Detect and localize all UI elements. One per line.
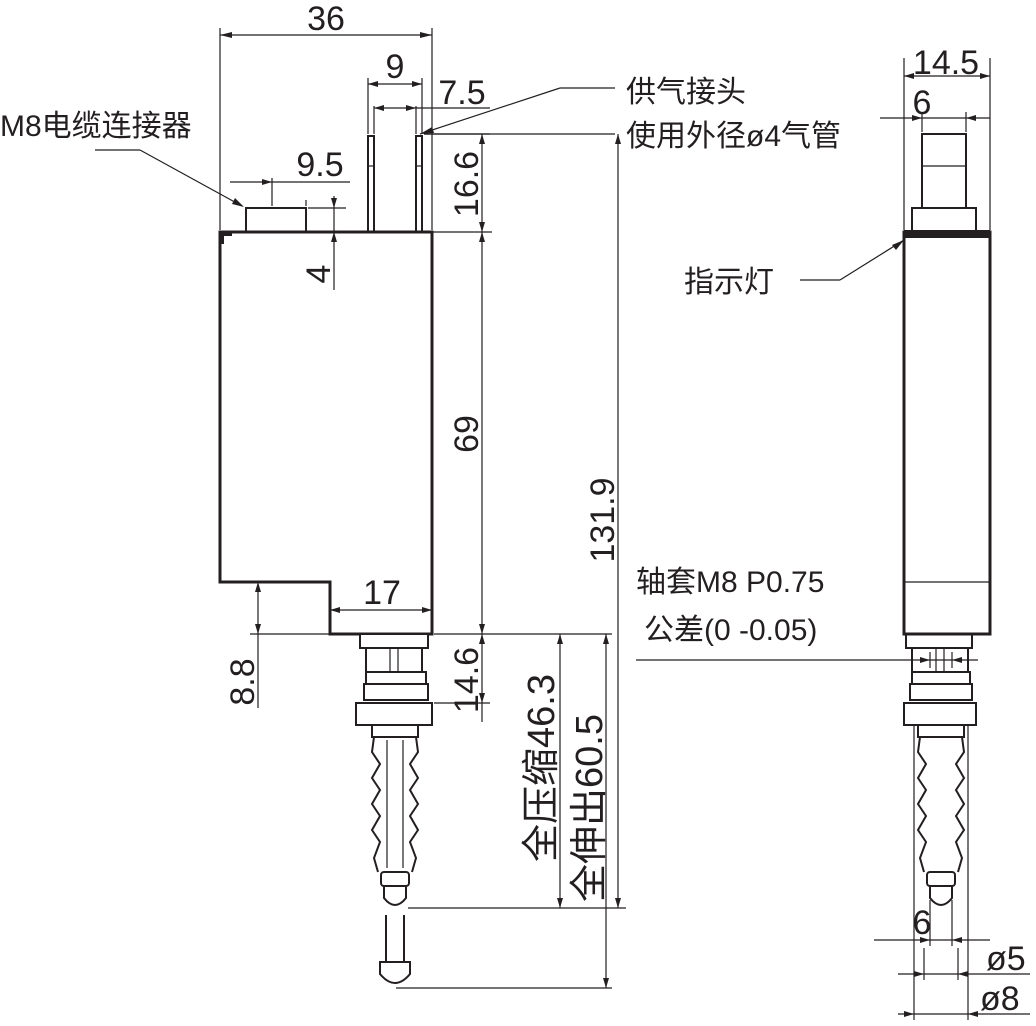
sleeve-label-2: 公差(0 -0.05) xyxy=(644,614,817,647)
dim-dia-5: ø5 xyxy=(898,940,1030,980)
dim-dia-5-text: ø5 xyxy=(986,940,1026,978)
air-fitting-label-2: 使用外径ø4气管 xyxy=(626,120,841,153)
air-fitting-label-1: 供气接头 xyxy=(626,76,746,109)
air-fitting-right xyxy=(415,135,423,233)
dim-46-3: 全压缩46.3 xyxy=(408,634,626,909)
indicator-leader: 指示灯 xyxy=(684,239,905,299)
dim-8-8: 8.8 xyxy=(224,582,330,708)
front-view: 36 9 7.5 供气接头 使用外径ø4气管 xyxy=(0,0,841,989)
dim-131-9: 131.9 xyxy=(584,134,622,908)
dim-7-5: 7.5 xyxy=(373,74,490,134)
sleeve-label-1: 轴套M8 P0.75 xyxy=(636,566,824,599)
m8-connector xyxy=(245,207,307,233)
dim-6-top: 6 xyxy=(880,84,990,132)
dim-69: 69 xyxy=(434,231,492,634)
dim-4-text: 4 xyxy=(300,265,338,284)
dim-14-6-text: 14.6 xyxy=(448,647,486,713)
dim-9-text: 9 xyxy=(386,48,405,86)
m8-connector-leader: M8电缆连接器 xyxy=(0,110,244,207)
dim-6-bottom-text: 6 xyxy=(913,904,932,942)
dim-4: 4 xyxy=(300,196,434,290)
indicator-band xyxy=(904,230,990,238)
dim-dia-8: ø8 xyxy=(898,948,1030,1020)
dim-9: 9 xyxy=(367,48,423,134)
dim-14-5-text: 14.5 xyxy=(913,44,979,82)
dim-60-5-text: 全伸出60.5 xyxy=(569,714,611,902)
body-corner-mark xyxy=(220,232,232,244)
dim-14-6: 14.6 xyxy=(434,633,612,722)
dim-9-5-text: 9.5 xyxy=(296,146,343,184)
dim-dia-8-text: ø8 xyxy=(980,980,1020,1018)
dim-16-6-text: 16.6 xyxy=(448,151,486,217)
front-rod-assembly xyxy=(355,633,433,984)
side-air-fitting xyxy=(921,133,967,209)
dim-36-text: 36 xyxy=(307,0,345,38)
dim-7-5-text: 7.5 xyxy=(438,74,485,112)
side-rod-assembly xyxy=(903,633,977,906)
dim-69-text: 69 xyxy=(448,415,486,453)
air-fitting-left xyxy=(367,135,375,233)
dim-60-5: 全伸出60.5 xyxy=(396,634,612,989)
indicator-label: 指示灯 xyxy=(684,266,774,299)
side-body xyxy=(902,230,992,636)
dim-36: 36 xyxy=(219,0,433,230)
dim-14-5: 14.5 xyxy=(903,44,991,230)
dim-17: 17 xyxy=(330,574,432,613)
dim-6-top-text: 6 xyxy=(913,84,932,122)
dim-131-9-text: 131.9 xyxy=(584,477,622,562)
dim-16-6: 16.6 xyxy=(424,133,490,232)
side-view: 14.5 6 指示灯 轴套M8 P0.75 公差(0 -0 xyxy=(634,44,1030,1020)
dim-6-bottom: 6 xyxy=(874,900,990,946)
m8-connector-label: M8电缆连接器 xyxy=(0,110,192,143)
dim-9-5: 9.5 xyxy=(230,146,350,206)
sleeve-leader: 轴套M8 P0.75 公差(0 -0.05) xyxy=(634,556,978,668)
dim-17-text: 17 xyxy=(363,574,401,612)
dim-8-8-text: 8.8 xyxy=(224,658,262,705)
dim-46-3-text: 全压缩46.3 xyxy=(521,674,563,862)
